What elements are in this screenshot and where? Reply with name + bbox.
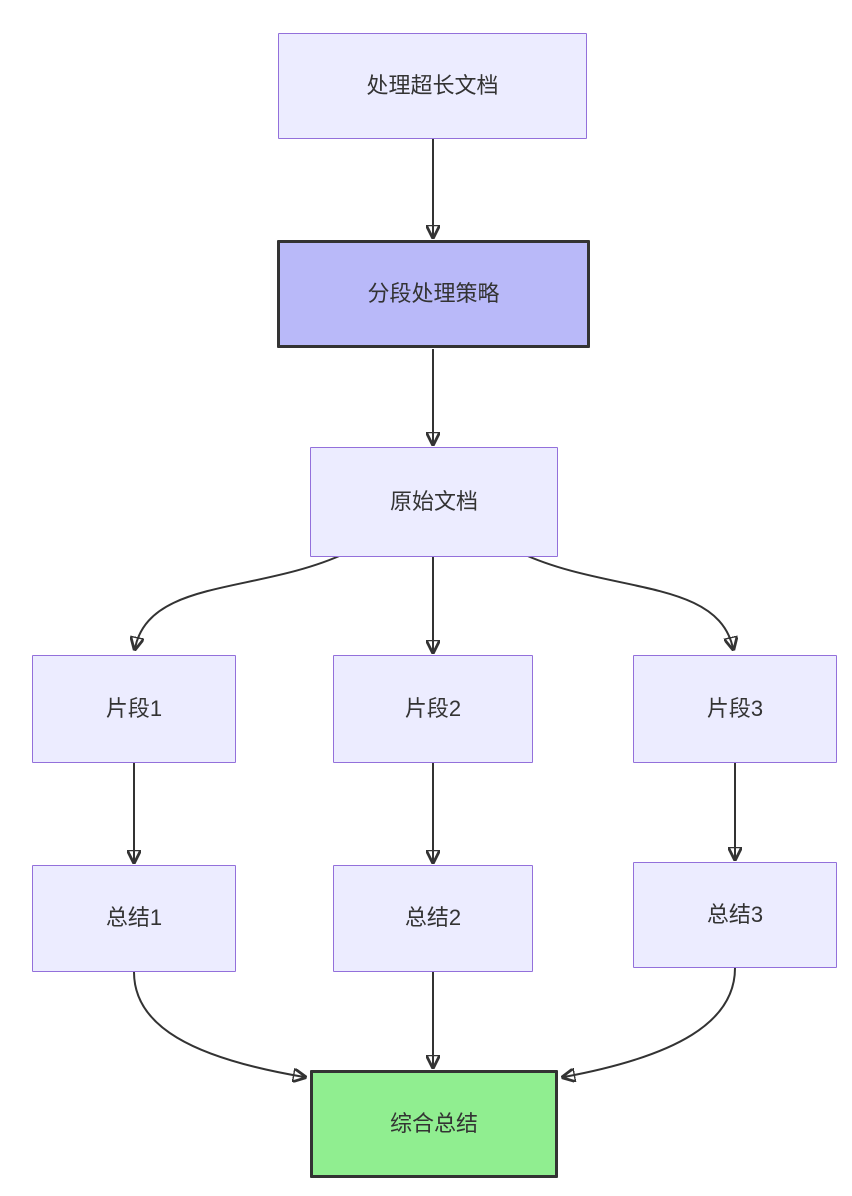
node-strategy: 分段处理策略	[277, 240, 590, 348]
node-strategy-label: 分段处理策略	[367, 280, 500, 306]
node-final-summary-label: 综合总结	[389, 1110, 478, 1136]
node-segment-3: 片段3	[633, 655, 837, 763]
node-source-label: 原始文档	[389, 488, 478, 514]
node-summary-2-label: 总结2	[404, 905, 462, 931]
node-summary-1-label: 总结1	[105, 905, 163, 931]
node-final-summary: 综合总结	[310, 1070, 558, 1178]
node-task: 处理超长文档	[278, 33, 587, 139]
node-task-label: 处理超长文档	[366, 72, 499, 98]
edge-source-seg3	[520, 552, 733, 648]
edge-source-seg1	[135, 552, 347, 648]
edge-sum3-final	[564, 967, 736, 1077]
node-segment-1: 片段1	[32, 655, 236, 763]
node-segment-2: 片段2	[333, 655, 533, 763]
edge-sum1-final	[133, 971, 304, 1077]
node-segment-2-label: 片段2	[404, 695, 462, 721]
node-segment-3-label: 片段3	[706, 695, 764, 721]
node-summary-2: 总结2	[333, 865, 533, 972]
node-source-document: 原始文档	[310, 447, 558, 557]
node-summary-1: 总结1	[32, 865, 236, 972]
node-summary-3-label: 总结3	[706, 901, 764, 927]
node-segment-1-label: 片段1	[105, 695, 163, 721]
node-summary-3: 总结3	[633, 862, 837, 968]
